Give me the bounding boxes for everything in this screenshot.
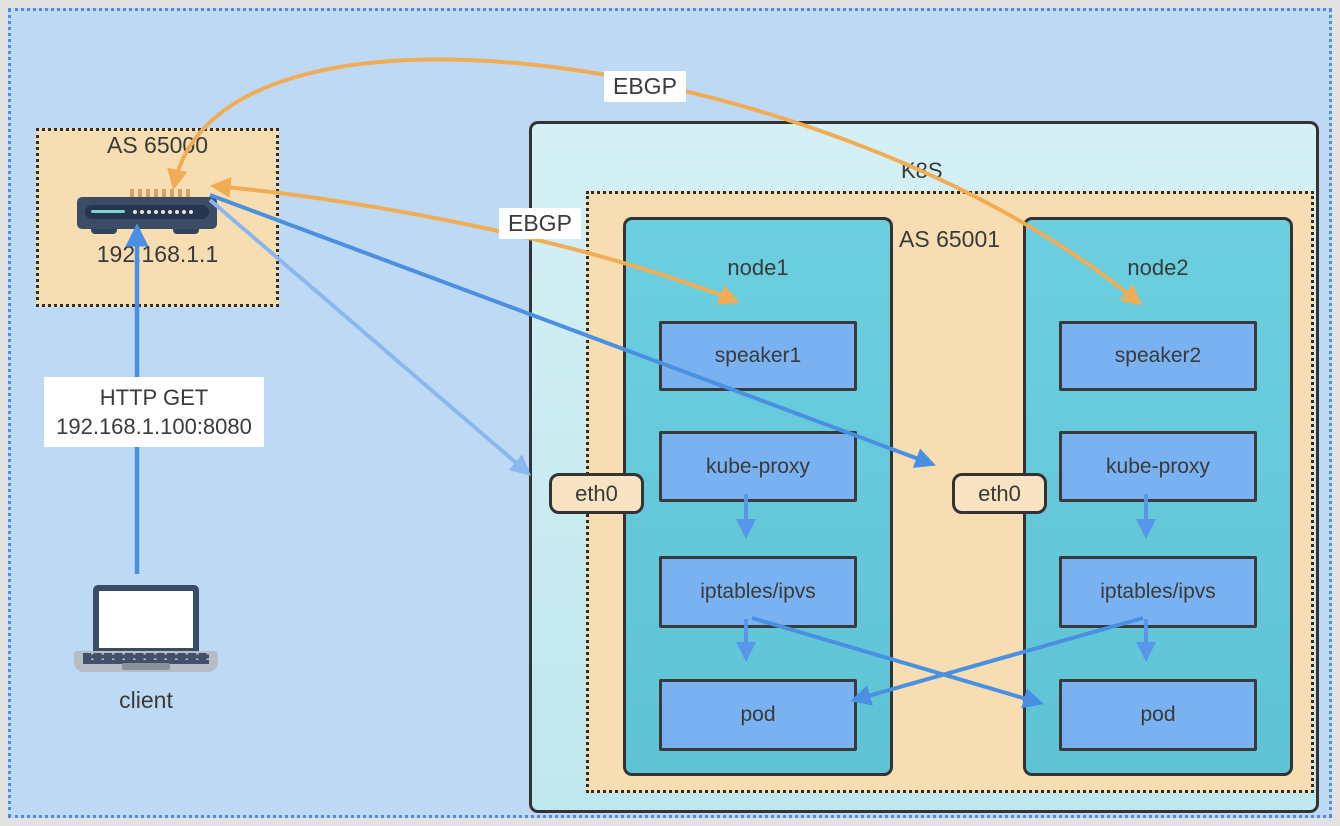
router-led xyxy=(133,210,137,214)
router-vent xyxy=(138,189,142,198)
router-vent xyxy=(154,189,158,198)
diagram-canvas: AS 65000 192.168.1.1 xyxy=(8,8,1332,818)
router-led xyxy=(189,210,193,214)
router-foot xyxy=(91,229,117,234)
http-request-line2: 192.168.1.100:8080 xyxy=(56,414,252,439)
component-kube-proxy-node2: kube-proxy xyxy=(1059,431,1257,502)
http-request-line1: HTTP GET xyxy=(99,385,209,410)
component-pod-node2: pod xyxy=(1059,679,1257,751)
router-led xyxy=(140,210,144,214)
k8s-title: K8S xyxy=(901,158,943,183)
router-led xyxy=(182,210,186,214)
router-vent xyxy=(162,189,166,198)
ebgp-label-mid: EBGP xyxy=(499,208,581,239)
laptop-trackpad xyxy=(122,663,170,670)
http-request-label: HTTP GET 192.168.1.100:8080 xyxy=(44,377,264,447)
ebgp-label-top: EBGP xyxy=(604,71,686,102)
component-speaker2: speaker2 xyxy=(1059,321,1257,391)
component-iptables-node1: iptables/ipvs xyxy=(659,556,857,628)
as65000-title: AS 65000 xyxy=(106,132,209,158)
client-label: client xyxy=(119,687,173,713)
component-kube-proxy-node1: kube-proxy xyxy=(659,431,857,502)
component-pod-node1: pod xyxy=(659,679,857,751)
router-vent xyxy=(130,189,134,198)
node2-title: node2 xyxy=(1127,255,1189,280)
router-led xyxy=(175,210,179,214)
router-led xyxy=(161,210,165,214)
router-foot xyxy=(173,229,199,234)
router-led xyxy=(147,210,151,214)
component-iptables-node2: iptables/ipvs xyxy=(1059,556,1257,628)
eth0-node2-badge: eth0 xyxy=(952,473,1047,514)
component-speaker1: speaker1 xyxy=(659,321,857,391)
eth0-node1-badge: eth0 xyxy=(549,473,644,514)
as65001-title: AS 65001 xyxy=(899,226,1001,252)
router-led xyxy=(168,210,172,214)
laptop-keyboard xyxy=(83,653,209,664)
router-led-bar xyxy=(91,210,125,213)
node1-title: node1 xyxy=(727,255,789,280)
laptop-display xyxy=(99,591,193,648)
router-led xyxy=(154,210,158,214)
router-vent xyxy=(146,189,150,198)
router-ip-label: 192.168.1.1 xyxy=(96,241,219,267)
